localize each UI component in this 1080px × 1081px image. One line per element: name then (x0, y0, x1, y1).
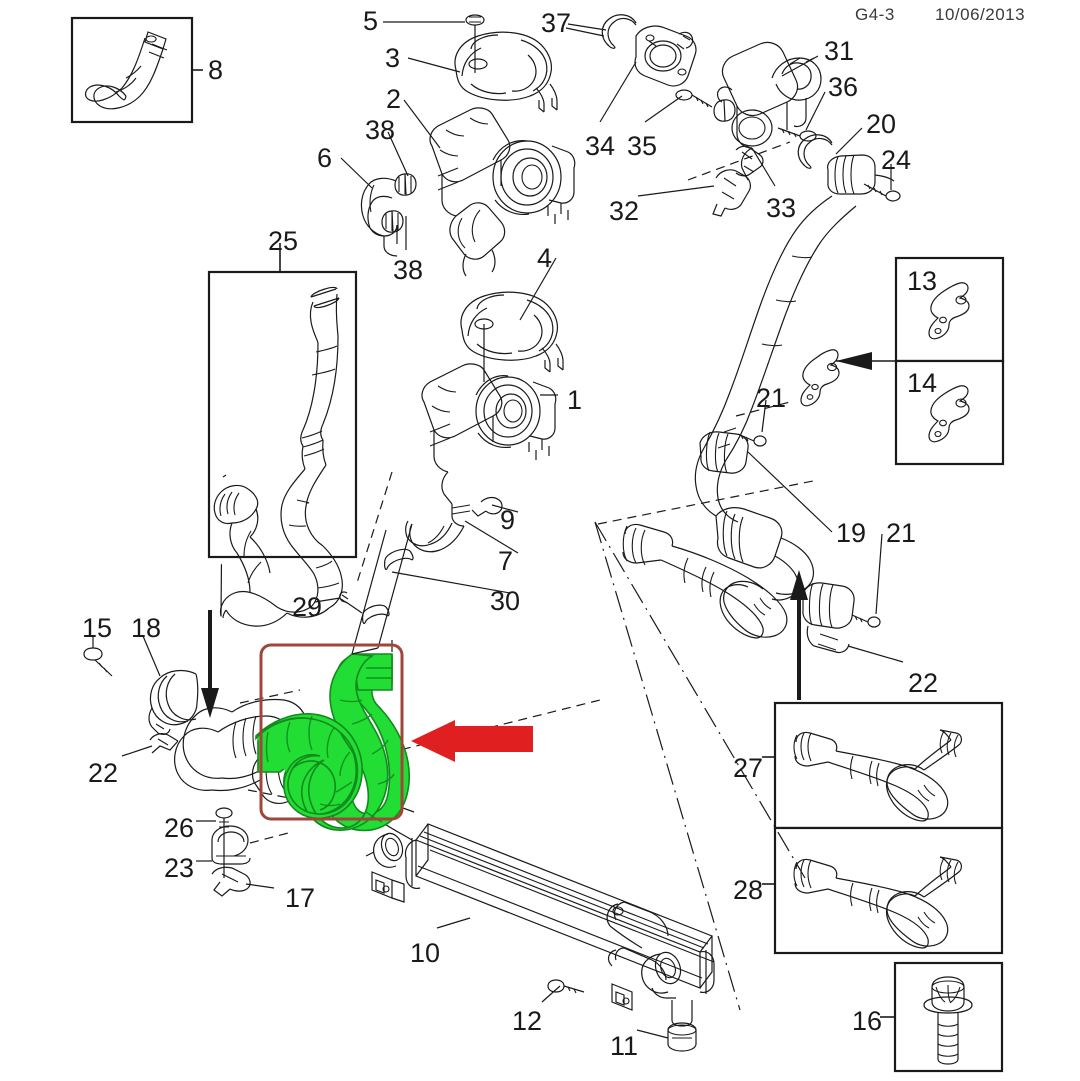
document-date: 10/06/2013 (935, 5, 1026, 24)
egr-valve-assembly (565, 14, 901, 217)
callout-22-left: 22 (88, 758, 119, 788)
highlight-rectangle (259, 643, 404, 821)
callout-20: 20 (866, 109, 897, 139)
highlight-arrow (411, 720, 533, 762)
callout-26: 26 (164, 813, 195, 843)
callout-37: 37 (541, 8, 572, 38)
callout-4: 4 (537, 243, 553, 273)
turbocharger-upper (340, 14, 576, 321)
callout-9: 9 (500, 505, 516, 535)
callout-38-lower: 38 (393, 255, 424, 285)
callout-17: 17 (285, 883, 316, 913)
pipe-above-highlight (351, 640, 393, 655)
callout-29: 29 (292, 592, 323, 622)
callout-1: 1 (567, 385, 583, 415)
callout-3: 3 (385, 43, 401, 73)
charge-hose-lower-right (622, 523, 788, 639)
callout-7: 7 (498, 546, 514, 576)
detail-box-13-14 (800, 256, 1005, 466)
detail-box-8 (70, 16, 203, 124)
turbocharger-lower (314, 291, 564, 655)
callout-8: 8 (208, 55, 224, 85)
callout-12: 12 (512, 1006, 543, 1036)
callout-24: 24 (881, 145, 912, 175)
intercooler (365, 803, 715, 1052)
callout-33: 33 (766, 193, 797, 223)
detail-box-25 (207, 243, 358, 627)
callout-28: 28 (733, 875, 764, 905)
callout-6: 6 (317, 143, 333, 173)
callout-2: 2 (386, 84, 402, 114)
callout-14: 14 (907, 368, 938, 398)
callout-21-upper: 21 (756, 383, 787, 413)
callout-23: 23 (164, 853, 195, 883)
callout-10: 10 (410, 938, 441, 968)
callout-38-upper: 38 (365, 115, 396, 145)
callout-15: 15 (82, 613, 113, 643)
callout-25: 25 (268, 226, 299, 256)
callout-19: 19 (836, 518, 867, 548)
callout-18: 18 (131, 613, 162, 643)
callout-11: 11 (610, 1031, 639, 1061)
document-code: G4-3 (855, 5, 895, 24)
charge-pipe-right-upper (694, 195, 904, 663)
detail-box-27-28 (762, 570, 1004, 955)
callout-35: 35 (627, 131, 658, 161)
detail-box-16 (880, 961, 1004, 1073)
callout-32: 32 (609, 196, 640, 226)
callout-34: 34 (585, 131, 616, 161)
callout-22-right: 22 (908, 668, 939, 698)
callout-27: 27 (733, 753, 764, 783)
callout-30: 30 (490, 586, 521, 616)
highlighted-hose (255, 653, 411, 832)
callout-13: 13 (907, 266, 938, 296)
callout-16: 16 (852, 1006, 883, 1036)
callout-36: 36 (828, 72, 859, 102)
callout-5: 5 (363, 6, 379, 36)
callout-21-lower: 21 (886, 518, 917, 548)
callout-31: 31 (824, 36, 855, 66)
